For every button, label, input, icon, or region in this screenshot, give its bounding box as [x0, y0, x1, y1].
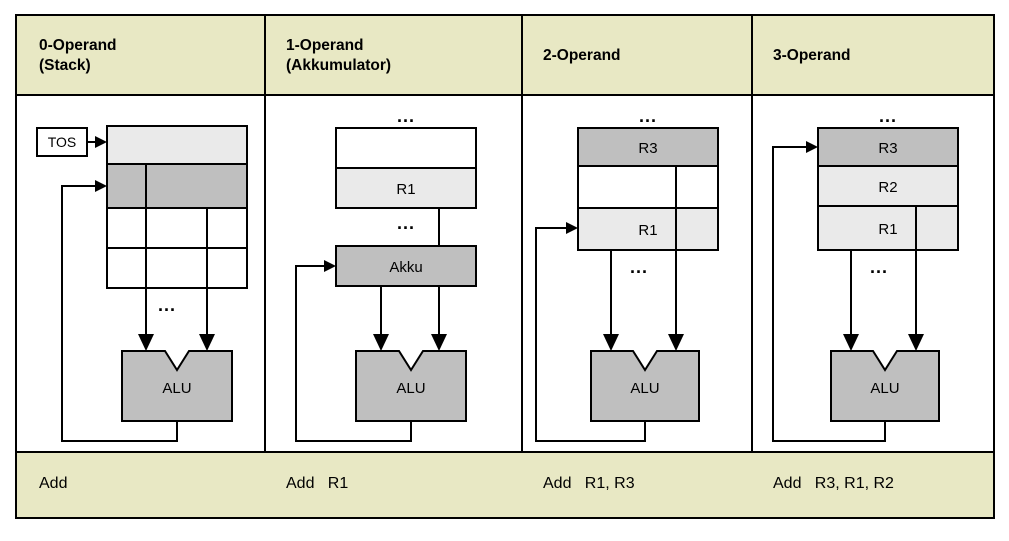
- alu-label: ALU: [396, 380, 425, 397]
- alu-feedback-arrow-icon: [324, 260, 336, 272]
- diagram-two-operand: ... R3 R1 ... ALU: [521, 96, 751, 453]
- instruction-cell-2-operand: Add R1, R3: [543, 475, 635, 492]
- column-2-operand: [521, 16, 751, 517]
- register-cell-r1: [335, 167, 477, 209]
- stack-cell-operand: [106, 163, 248, 209]
- regfile-ellipsis-bottom: ...: [630, 257, 648, 277]
- accumulator-box: [335, 245, 477, 287]
- header-title-line2: (Akkumulator): [286, 57, 392, 74]
- alu-feedback-arrow-icon: [566, 222, 578, 234]
- register-label-r1: R1: [638, 222, 657, 239]
- register-cell-r1: [577, 207, 719, 251]
- r1-to-alu-arrow-icon: [603, 334, 619, 351]
- tos-pointer-label: TOS: [48, 134, 77, 150]
- instruction-cell-3-operand: Add R3, R1, R2: [773, 475, 894, 492]
- akku-to-alu-arrow-icon: [373, 334, 389, 351]
- regfile-ellipsis-bottom: ...: [870, 257, 888, 277]
- header-cell-1-operand: 1-Operand (Akkumulator): [264, 16, 521, 96]
- tos-arrow-head-icon: [95, 136, 107, 148]
- alu-feedback-arrow-icon: [806, 141, 818, 153]
- stack-cell-empty-2: [106, 247, 248, 289]
- register-cell-r1: [817, 205, 959, 251]
- header-title-line1: 0-Operand: [39, 36, 117, 54]
- stack-cell-tos: [106, 125, 248, 165]
- r1-to-alu-arrow-icon: [843, 334, 859, 351]
- diagram-stack: ... TOS ALU: [17, 96, 264, 453]
- header-cell-2-operand: 2-Operand: [521, 16, 751, 96]
- regfile-ellipsis-top: ...: [639, 106, 657, 126]
- r2-to-alu-arrow-icon: [908, 334, 924, 351]
- header-title-line1: 3-Operand: [773, 46, 851, 64]
- stack-to-alu-arrow-left-icon: [138, 334, 154, 351]
- column-3-operand: [751, 16, 993, 517]
- register-label-r3: R3: [638, 140, 657, 157]
- r3-to-alu-arrow-icon: [668, 334, 684, 351]
- register-label-r1: R1: [878, 221, 897, 238]
- alu-shape: [830, 350, 940, 422]
- header-title-line2: (Stack): [39, 57, 91, 74]
- regfile-ellipsis-bottom: ...: [397, 213, 415, 233]
- operand-formats-table: 0-Operand (Stack) 1-Operand (Akkumulator…: [15, 14, 995, 519]
- stack-cell-empty-1: [106, 207, 248, 249]
- alu-shape: [121, 350, 233, 422]
- register-cell-r2: [817, 165, 959, 207]
- register-cell-empty: [577, 165, 719, 209]
- tos-pointer-box: [36, 127, 88, 157]
- table-header-band: [17, 16, 993, 96]
- alu-feedback-path: [295, 265, 412, 442]
- r1-to-alu-arrow-icon: [431, 334, 447, 351]
- header-title-line1: 1-Operand: [286, 36, 364, 54]
- diagram-accumulator: ... R1 ... Akku ALU: [264, 96, 521, 453]
- regfile-ellipsis-top: ...: [879, 106, 897, 126]
- table-footer-band: [17, 451, 993, 517]
- instruction-cell-0-operand: Add: [39, 475, 68, 492]
- instruction-cell-1-operand: Add R1: [286, 475, 349, 492]
- alu-label: ALU: [870, 380, 899, 397]
- stack-to-alu-arrow-right-icon: [199, 334, 215, 351]
- header-cell-0-operand: 0-Operand (Stack): [17, 16, 264, 96]
- stack-ellipsis: ...: [158, 295, 176, 315]
- column-1-operand: [264, 16, 521, 517]
- register-label-r3: R3: [878, 140, 897, 157]
- alu-feedback-arrow-icon: [95, 180, 107, 192]
- alu-label: ALU: [630, 380, 659, 397]
- alu-feedback-path: [535, 227, 646, 442]
- alu-feedback-path: [61, 185, 178, 442]
- header-cell-3-operand: 3-Operand: [751, 16, 993, 96]
- register-cell-empty: [335, 127, 477, 169]
- alu-shape: [355, 350, 467, 422]
- alu-feedback-path: [772, 146, 886, 442]
- register-label-r1: R1: [396, 181, 415, 198]
- alu-label: ALU: [162, 380, 191, 397]
- register-label-r2: R2: [878, 179, 897, 196]
- accumulator-label: Akku: [389, 259, 422, 276]
- diagram-three-operand: ... R3 R2 R1 ...: [751, 96, 993, 453]
- header-title-line1: 2-Operand: [543, 46, 621, 64]
- regfile-ellipsis-top: ...: [397, 106, 415, 126]
- alu-shape: [590, 350, 700, 422]
